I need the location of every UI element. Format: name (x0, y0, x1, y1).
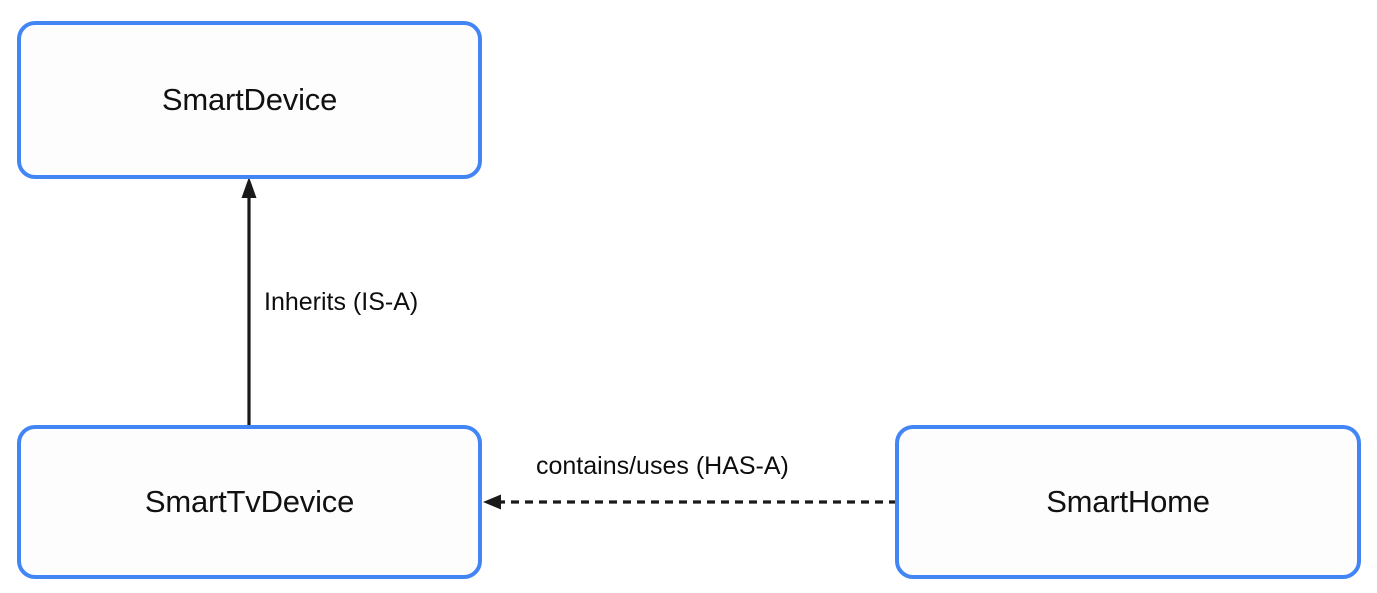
class-node-smartdevice-label: SmartDevice (161, 82, 338, 117)
class-node-smarthome[interactable]: SmartHome (895, 425, 1361, 579)
edge-label-inherits: Inherits (IS-A) (264, 288, 419, 316)
edge-inherits-arrowhead (241, 177, 257, 198)
class-node-smarthome-label: SmartHome (1046, 484, 1210, 519)
class-node-smarttvdevice-label: SmartTvDevice (144, 484, 355, 519)
class-node-smartdevice[interactable]: SmartDevice (17, 21, 482, 179)
edge-contains-arrowhead (483, 494, 501, 510)
edge-inherits (241, 177, 257, 425)
edge-contains (483, 494, 897, 510)
class-node-smarttvdevice[interactable]: SmartTvDevice (17, 425, 482, 579)
edge-label-contains: contains/uses (HAS-A) (536, 452, 789, 480)
